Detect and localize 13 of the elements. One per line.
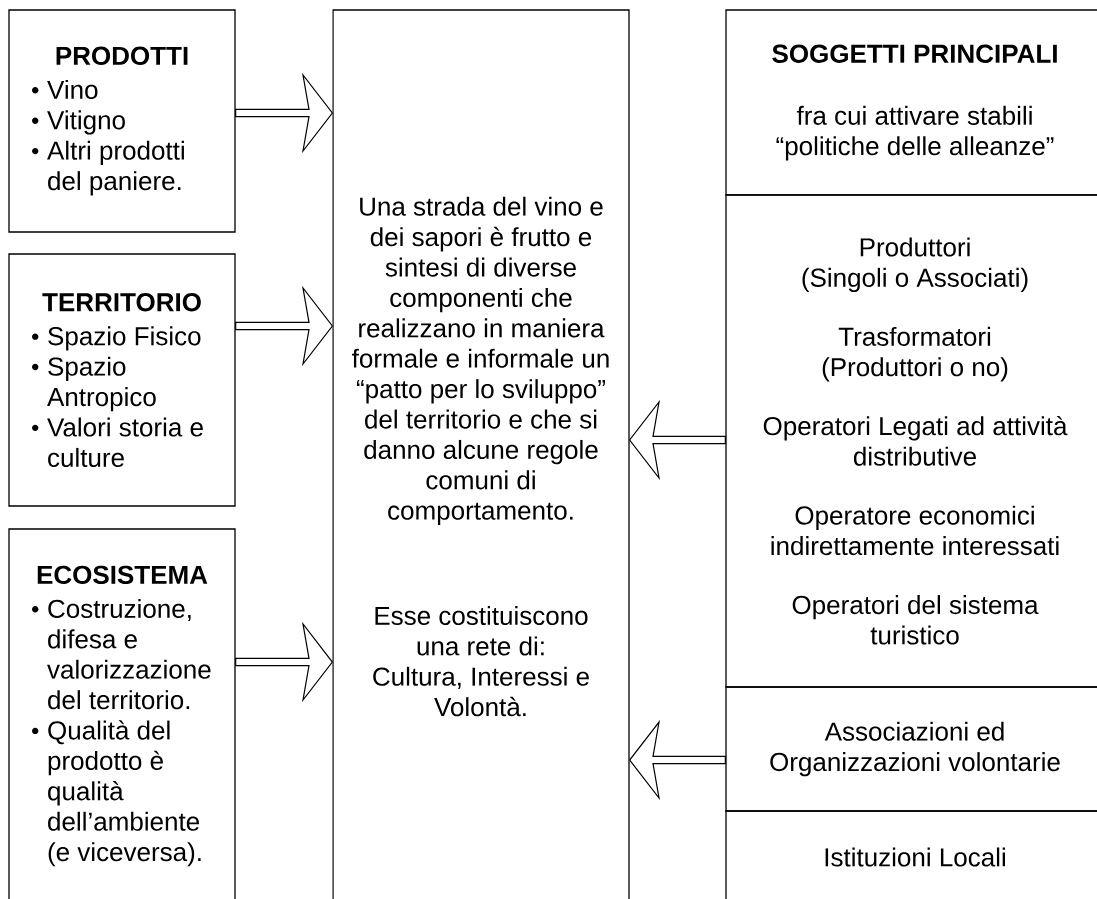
block-arrow: [628, 719, 726, 801]
block-arrow: [628, 399, 726, 481]
block-arrow: [235, 285, 334, 367]
block-arrow: [235, 72, 334, 154]
actor-cell: Istituzioni Locali: [725, 810, 1097, 899]
header-cell: SOGGETTI PRINCIPALI fra cui attivare stabili “politiche delle alleanze”: [725, 9, 1097, 196]
actor-cell: Produttori (Singoli o Associati) Trasformatori (Produttori o no) Operatori Legati ad attività distributive Operatore economici indirettamente interessati Operatori del sistema turistico: [725, 194, 1097, 688]
actor-cell: Associazioni ed Organizzazioni volontarie: [725, 686, 1097, 812]
category-box: TERRITORIO Spazio Fisico Spazio Antropico Valori storia e culture: [8, 253, 236, 507]
category-box: PRODOTTI Vino Vitigno Altri prodotti del paniere.: [8, 9, 236, 233]
category-box: ECOSISTEMA Costruzione, difesa e valorizzazione del territorio. Qualità del prodotto è qualità dell’ambiente (e viceversa).: [8, 528, 236, 899]
block-arrow: [235, 621, 334, 703]
description-box: Una strada del vino e dei sapori è frutto e sintesi di diverse componenti che realizzano in maniera formale e informale un “patto per lo sviluppo” del territorio e che si danno alcune regole comuni di comportamento. Esse costituiscono una rete di: Cultura, Interessi e Volontà.: [332, 9, 630, 899]
